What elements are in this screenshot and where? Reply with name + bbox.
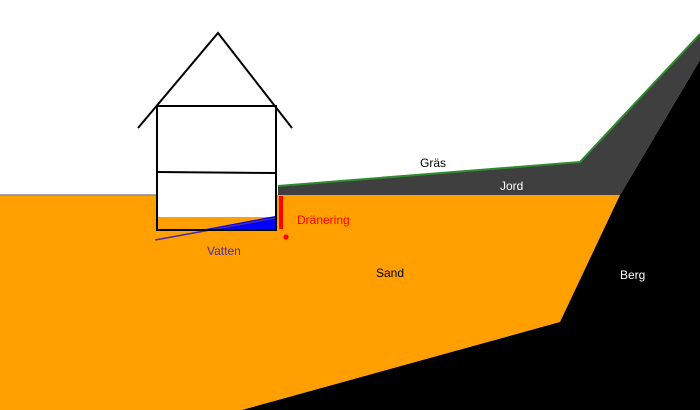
drainage-point — [283, 234, 289, 240]
grass-line — [277, 33, 700, 187]
label-drainage: Dränering — [297, 213, 350, 227]
label-water: Vatten — [207, 244, 241, 258]
label-sand: Sand — [376, 266, 404, 280]
label-grass: Gräs — [420, 156, 446, 170]
label-rock: Berg — [620, 268, 645, 282]
soil-layer — [278, 34, 700, 195]
rock-layer — [242, 60, 700, 410]
house-floor-line — [156, 171, 277, 174]
house-roof — [137, 31, 293, 129]
basement-wall-outline — [156, 195, 277, 231]
house-body — [156, 105, 277, 231]
water-pocket — [206, 216, 275, 229]
sand-layer — [0, 195, 620, 410]
label-soil: Jord — [500, 179, 523, 193]
house — [137, 31, 293, 231]
